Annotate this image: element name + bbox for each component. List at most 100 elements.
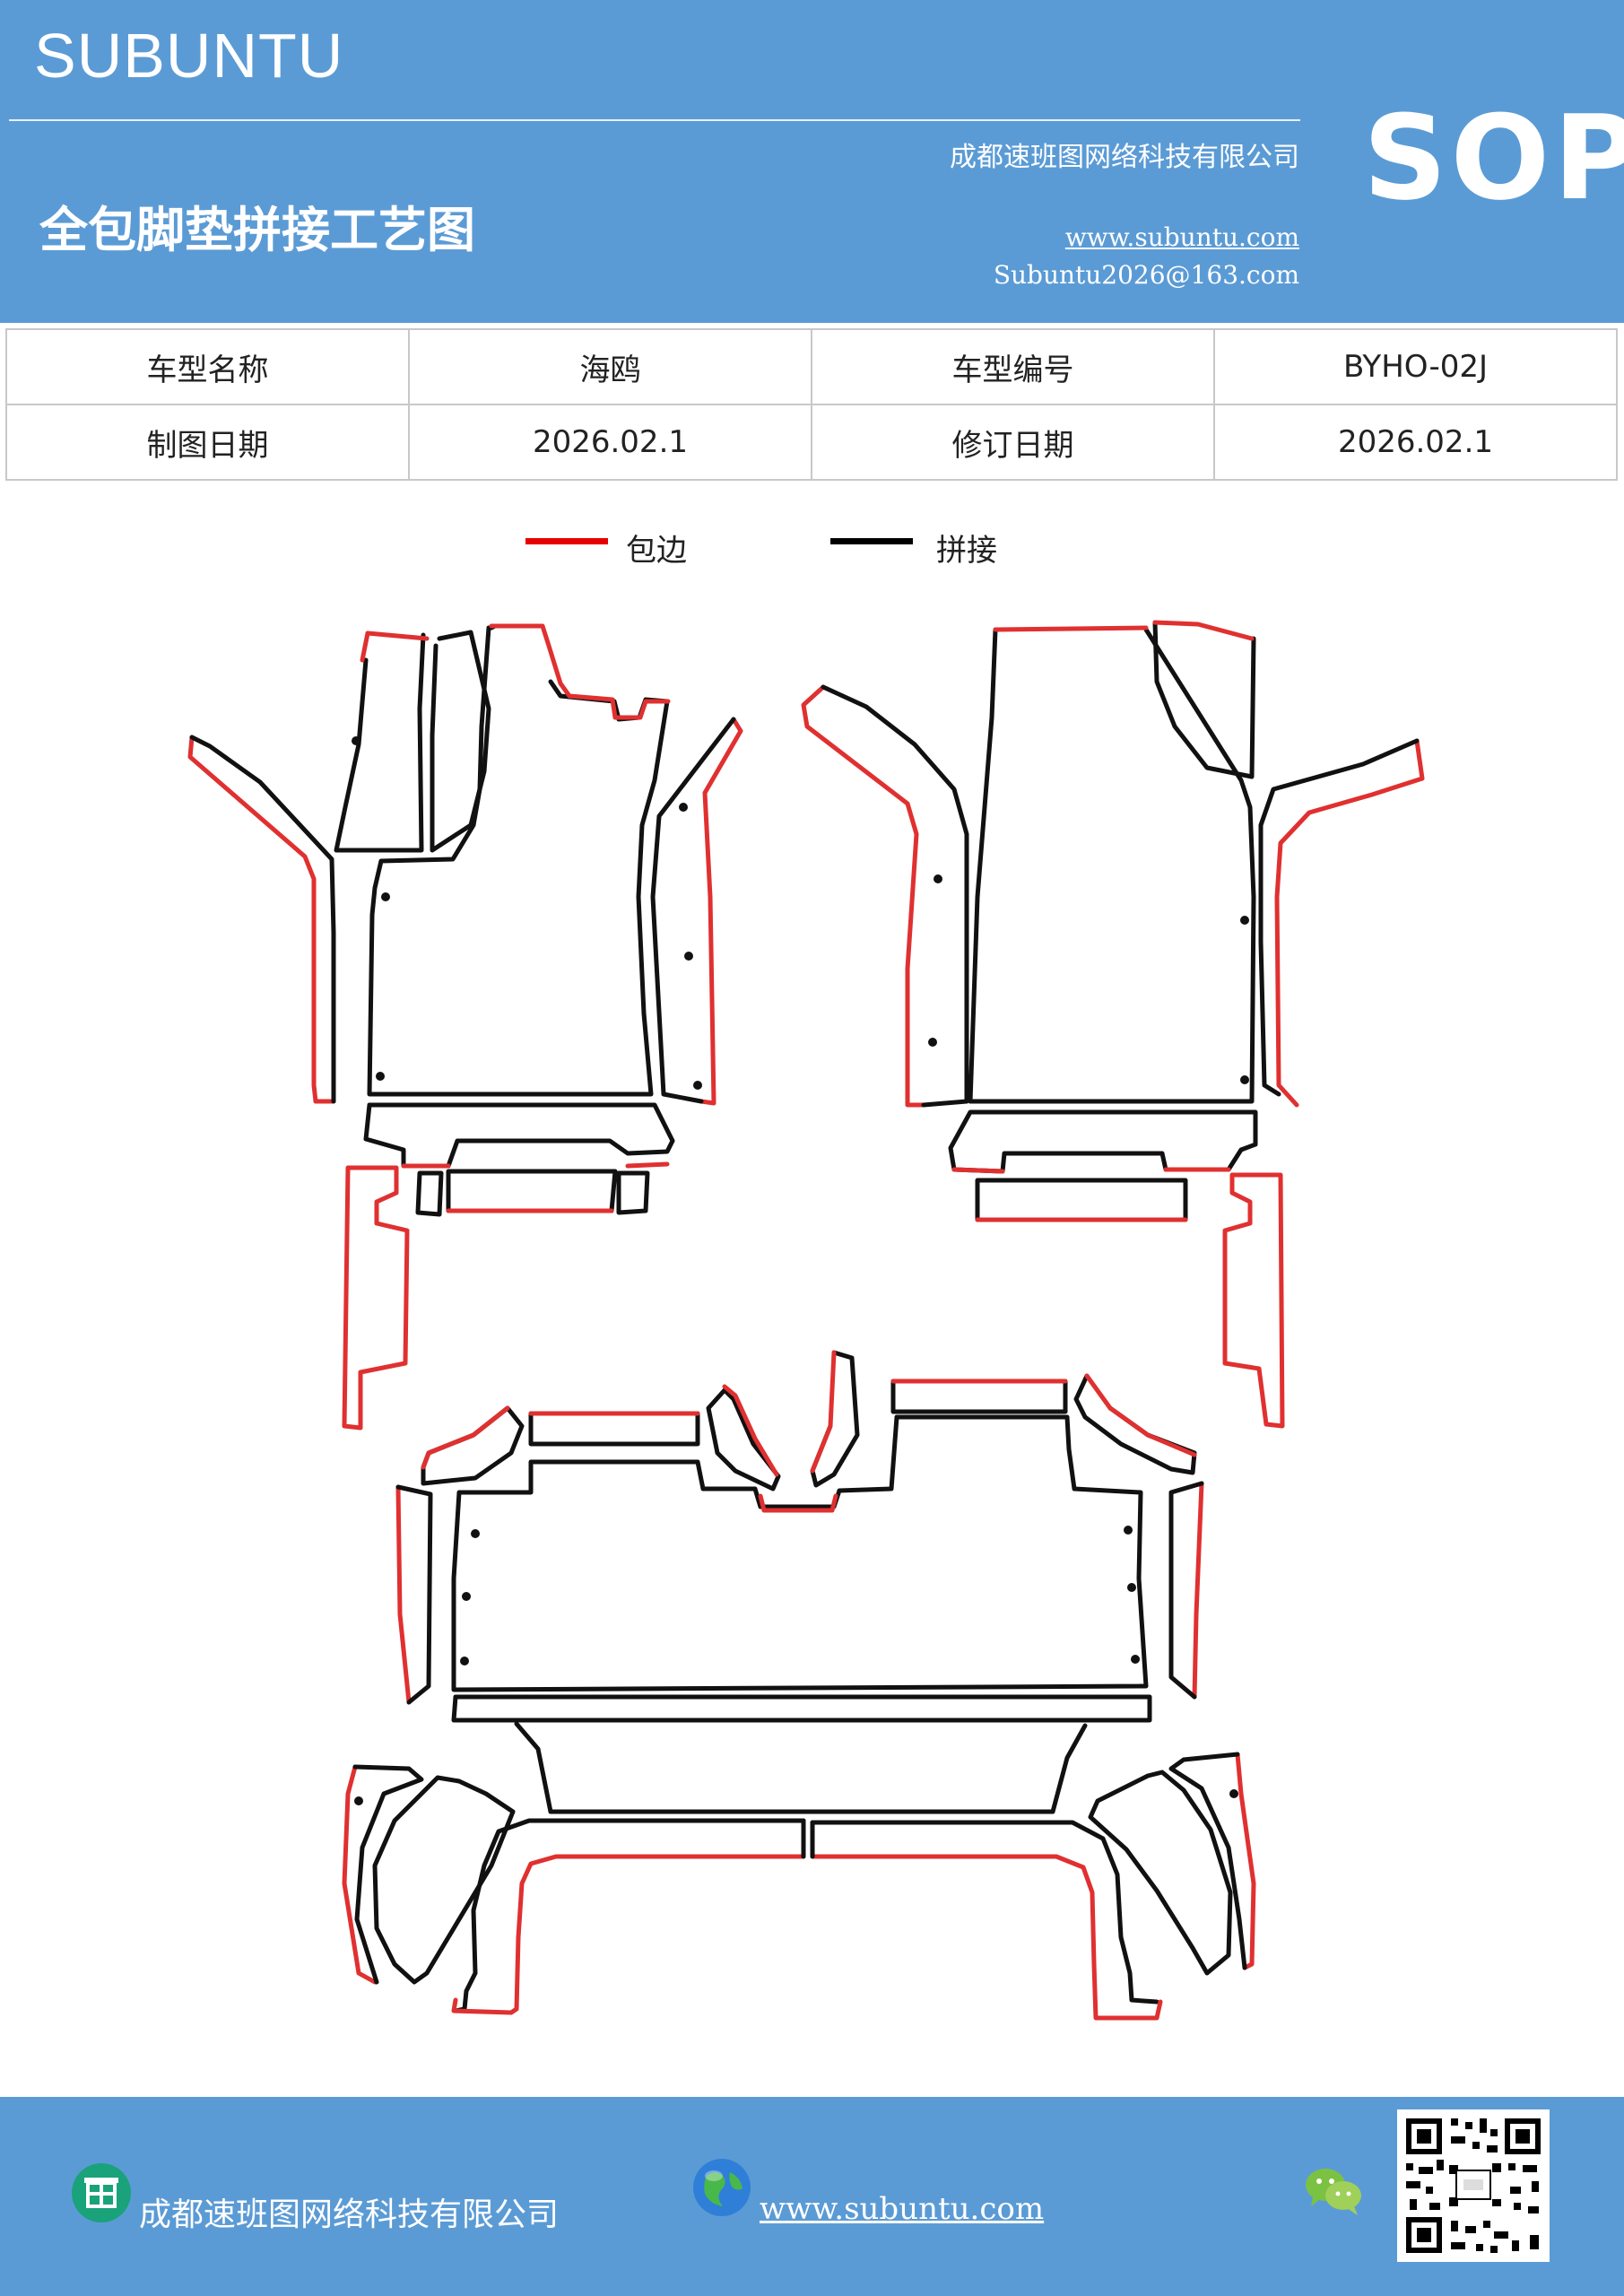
fixing-dot (462, 1592, 471, 1601)
rear-mats (342, 1350, 1256, 2021)
mat-piece (352, 1764, 424, 1985)
mat-piece-edge (1192, 1481, 1204, 1700)
fixing-dot (1240, 1075, 1249, 1084)
fixing-dot (679, 803, 688, 812)
floor-mat-diagram (187, 620, 1425, 2021)
mat-piece (430, 630, 491, 853)
mat-piece-edge (1152, 620, 1255, 641)
wechat-icon (1306, 2169, 1361, 2215)
mat-piece-edge (810, 1350, 837, 1474)
fixing-dot (1240, 916, 1249, 925)
mat-piece (1088, 1770, 1233, 1976)
table-row: 制图日期 2026.02.1 修订日期 2026.02.1 (5, 404, 1618, 481)
fixing-dot (460, 1657, 469, 1665)
legend-swatch-seam (830, 538, 913, 544)
globe-icon (693, 2159, 751, 2216)
mat-piece-edge (722, 1384, 779, 1477)
mat-piece-edge (758, 1493, 838, 1513)
mat-piece-edge (421, 1405, 510, 1470)
qr-code[interactable] (1397, 2109, 1550, 2262)
mat-piece (334, 632, 426, 853)
front-right-mats (801, 620, 1425, 1429)
building-icon (72, 2163, 131, 2222)
mat-piece (363, 1102, 675, 1169)
model-name-value: 海鸥 (408, 328, 812, 405)
fixing-dot (381, 892, 390, 901)
fixing-dot (1127, 1583, 1136, 1592)
mat-piece (367, 623, 670, 1097)
mat-piece (948, 1109, 1258, 1174)
model-code-label: 车型编号 (811, 328, 1215, 405)
legend: 包边 拼接 (0, 520, 1624, 574)
mat-piece-edge (451, 1854, 806, 2015)
mat-piece (451, 1414, 1149, 1692)
mat-piece (189, 735, 336, 1104)
legend-label-seam: 拼接 (936, 533, 997, 569)
mat-piece (821, 684, 969, 1108)
footer-company-name: 成都速班图网络科技有限公司 (139, 2196, 560, 2233)
front-left-mats (187, 623, 743, 1431)
legend-swatch-edge (525, 538, 608, 544)
mat-piece (1168, 1752, 1247, 1970)
mat-piece-edge (951, 1167, 1231, 1174)
mat-piece (451, 1694, 1152, 1723)
mat-piece-edge (801, 684, 926, 1108)
mat-piece-edge (401, 1161, 670, 1169)
info-table: 车型名称 海鸥 车型编号 BYHO-02J 制图日期 2026.02.1 修订日… (5, 328, 1618, 481)
mat-piece (395, 1484, 433, 1705)
brand-logo-text: SUBUNTU (34, 21, 344, 91)
mat-piece (446, 1169, 618, 1213)
mat-piece (1258, 738, 1420, 1097)
header-divider (9, 119, 1300, 121)
mat-piece (453, 1818, 806, 2013)
mat-piece (1168, 1481, 1204, 1700)
document-title: 全包脚垫拼接工艺图 (39, 201, 475, 258)
mat-piece (810, 1820, 1159, 2005)
mat-piece-edge (395, 1484, 412, 1705)
sop-badge: SOP (1363, 90, 1624, 226)
header-band (0, 0, 1624, 323)
mat-piece-edge (342, 1764, 378, 1985)
mat-piece-edge (187, 735, 336, 1104)
mat-piece (415, 1170, 444, 1217)
mat-piece (514, 1721, 1088, 1814)
mat-piece (528, 1411, 700, 1447)
model-name-label: 车型名称 (5, 328, 410, 405)
mat-piece-edge (1222, 1172, 1285, 1429)
email-text: Subuntu2026@163.com (993, 260, 1299, 290)
website-link[interactable]: www.subuntu.com (1064, 222, 1299, 252)
mat-piece-edge (993, 625, 1149, 632)
revise-date-value: 2026.02.1 (1213, 404, 1618, 481)
mat-piece (968, 627, 1256, 1104)
mat-piece-edge (1274, 738, 1425, 1108)
fixing-dot (1131, 1655, 1140, 1664)
fixing-dot (684, 952, 693, 961)
mat-piece (421, 1405, 525, 1486)
company-name: 成都速班图网络科技有限公司 (950, 142, 1299, 173)
mat-piece (616, 1170, 650, 1215)
fixing-dot (376, 1072, 385, 1081)
revise-date-label: 修订日期 (811, 404, 1215, 481)
footer-website-link[interactable]: www.subuntu.com (760, 2191, 1045, 2227)
fixing-dot (1229, 1789, 1238, 1798)
mat-piece (890, 1378, 1068, 1414)
fixing-dot (693, 1081, 702, 1090)
mat-piece-edge (699, 717, 743, 1106)
fixing-dot (934, 874, 942, 883)
mat-piece-edge (360, 631, 430, 663)
draw-date-value: 2026.02.1 (408, 404, 812, 481)
draw-date-label: 制图日期 (5, 404, 410, 481)
mat-piece (975, 1178, 1188, 1222)
table-row: 车型名称 海鸥 车型编号 BYHO-02J (5, 328, 1618, 405)
model-code-value: BYHO-02J (1213, 328, 1618, 405)
fixing-dot (1124, 1526, 1133, 1535)
fixing-dot (352, 736, 360, 745)
legend-label-edge: 包边 (626, 533, 687, 569)
mat-piece-edge (810, 1854, 1163, 2021)
fixing-dot (354, 1796, 363, 1805)
mat-piece (372, 1775, 516, 1985)
mat-piece (1152, 620, 1256, 779)
mat-piece (650, 717, 736, 1104)
mat-piece-edge (489, 623, 671, 720)
mat-piece (706, 1387, 781, 1492)
